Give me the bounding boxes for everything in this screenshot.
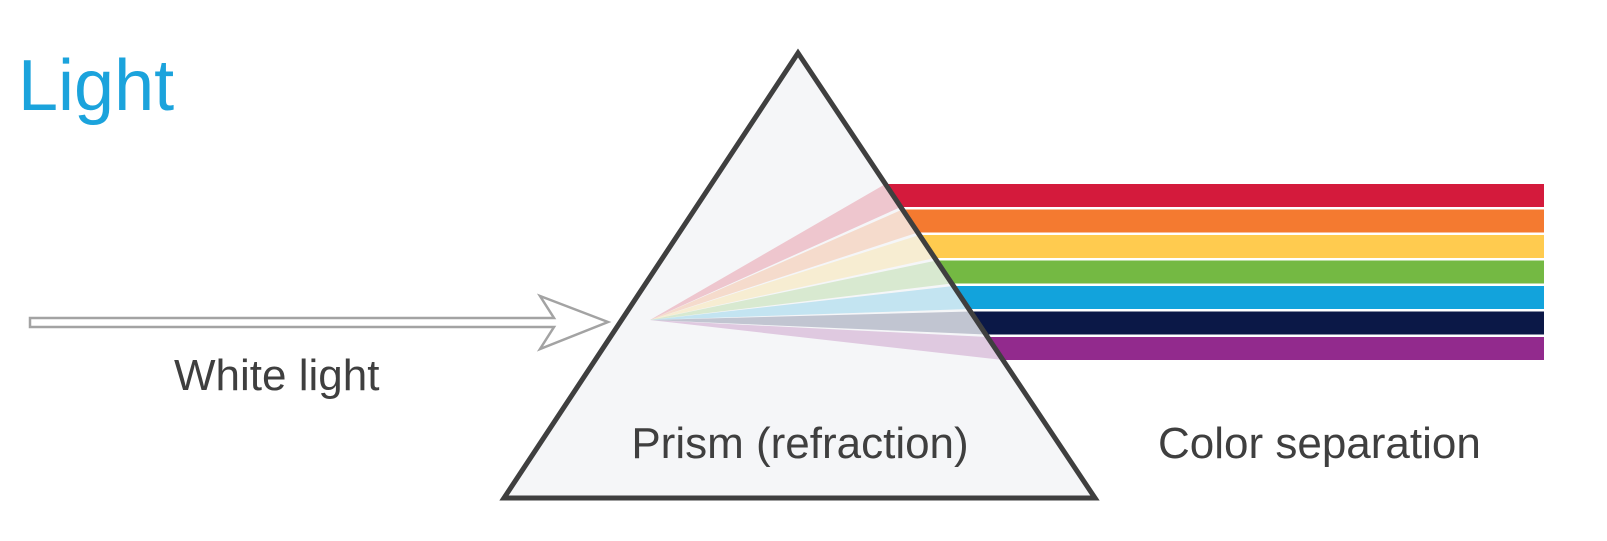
band-violet (987, 337, 1544, 360)
band-yellow (919, 235, 1544, 258)
fan-wedge-violet (650, 320, 1003, 360)
white-light-label: White light (174, 351, 379, 400)
fan-wedge-yellow (650, 235, 935, 320)
color-separation-label: Color separation (1158, 419, 1481, 468)
fan-wedge-indigo (650, 311, 986, 335)
band-green (936, 260, 1544, 284)
fan-wedge-blue (650, 286, 969, 320)
refraction-fan (650, 184, 1003, 360)
band-red (885, 184, 1544, 207)
band-blue (953, 286, 1544, 309)
fan-wedge-orange (650, 209, 918, 320)
page-title: Light (18, 46, 174, 126)
prism-body (504, 53, 1095, 498)
spectrum-bands (885, 184, 1544, 360)
prism-label: Prism (refraction) (631, 419, 968, 468)
white-light-arrow-icon (28, 293, 612, 352)
band-indigo (970, 311, 1544, 335)
fan-wedge-red (650, 184, 901, 320)
fan-wedge-green (650, 260, 952, 320)
band-orange (902, 209, 1544, 233)
prism-outline (499, 48, 1100, 501)
